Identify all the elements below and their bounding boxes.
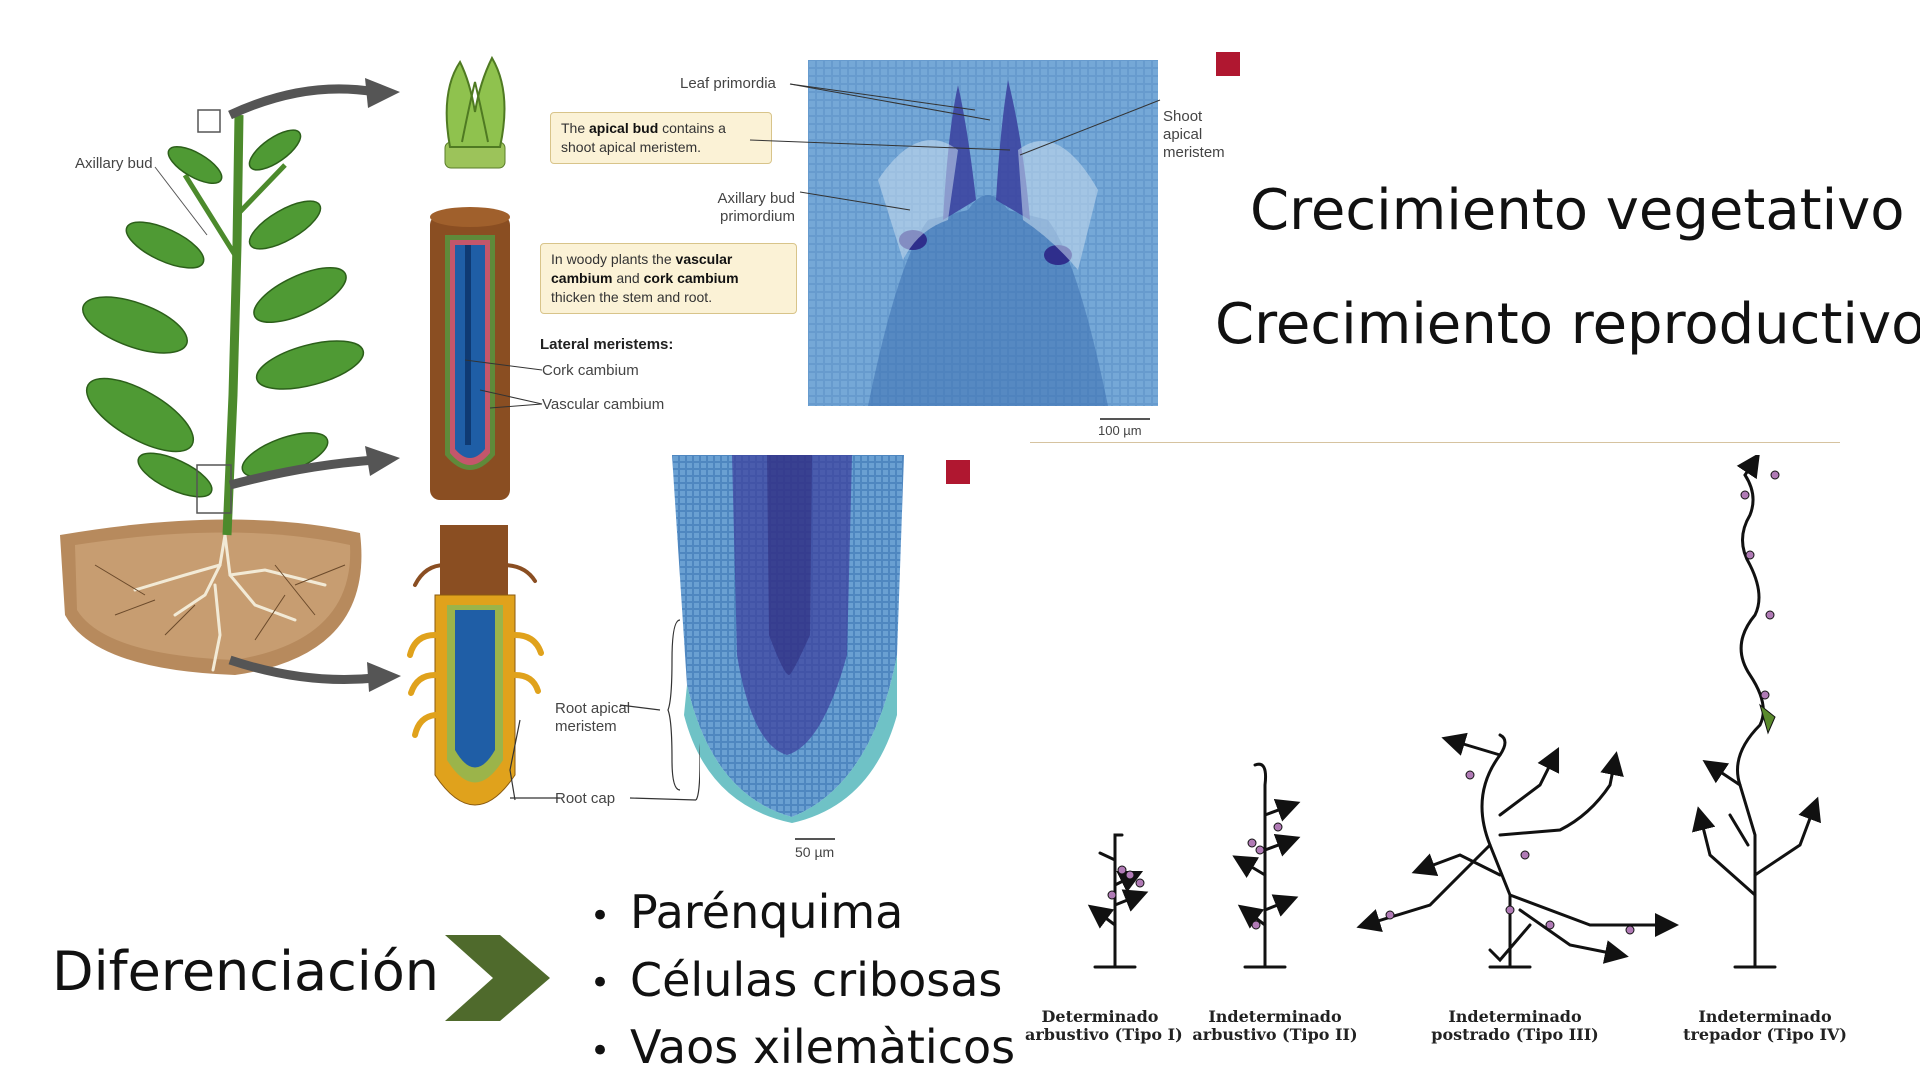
woody-stem-illustration: [430, 207, 510, 500]
root-apical-meristem-label: Root apical meristem: [555, 700, 631, 735]
root-cap-label: Root cap: [555, 790, 616, 807]
shoot-leader-lines: [749, 83, 1161, 211]
growth-habits-illustration: [1087, 455, 1821, 969]
shoot-micrograph: [808, 60, 1158, 406]
root-illustration: [407, 525, 544, 806]
plant-illustration: [60, 109, 365, 675]
apical-bud-callout: The apical bud contains a shoot apical m…: [550, 112, 772, 164]
scale-bar-100: [1100, 418, 1150, 420]
differentiation-list: Parénquima Células cribosas Vaos xilemàt…: [590, 880, 1015, 1083]
heading-vegetative: Crecimiento vegetativo: [1250, 178, 1905, 243]
list-item-parenchyma: Parénquima: [590, 880, 1015, 948]
vascular-cambium-label: Vascular cambium: [542, 396, 665, 413]
caption-type-3: Indeterminado postrado (Tipo III): [1431, 1007, 1599, 1044]
leaf-primordia-label: Leaf primordia: [680, 75, 776, 92]
root-leader-lines: [509, 619, 700, 801]
caption-type-2: Indeterminado arbustivo (Tipo II): [1192, 1007, 1358, 1044]
root-micrograph: [672, 455, 904, 823]
scale-100um-label: 100 µm: [1098, 423, 1142, 438]
arrow-to-root-icon: [228, 655, 401, 692]
list-item-xylem-vessels: Vaos xilemàticos: [590, 1015, 1015, 1083]
scale-50um-label: 50 µm: [795, 844, 835, 860]
apical-bud-illustration: [444, 55, 506, 169]
divider: [1030, 442, 1840, 443]
arrow-to-stem-icon: [228, 446, 400, 490]
differentiation-label: Diferenciación: [52, 940, 440, 1003]
axillary-bud-primordium-label: Axillary bud primordium: [717, 190, 795, 225]
stem-leader-lines: [464, 359, 543, 409]
red-marker-1: [1216, 52, 1240, 76]
heading-reproductive: Crecimiento reproductivo: [1215, 292, 1920, 357]
shoot-apical-meristem-label: Shoot apical meristem: [1163, 108, 1225, 161]
axillary-bud-label: Axillary bud: [75, 155, 153, 172]
caption-type-4: Indeterminado trepador (Tipo IV): [1683, 1007, 1847, 1044]
caption-type-1: Determinado arbustivo (Tipo I): [1025, 1007, 1183, 1044]
lateral-meristems-label: Lateral meristems:: [540, 336, 674, 353]
arrow-to-bud-icon: [228, 78, 400, 120]
woody-callout: In woody plants the vascular cambium and…: [540, 243, 797, 314]
red-marker-2: [946, 460, 970, 484]
list-item-sieve-cells: Células cribosas: [590, 948, 1015, 1016]
chevron-right-icon: [445, 935, 550, 1021]
cork-cambium-label: Cork cambium: [542, 362, 639, 379]
scale-bar-50: [795, 838, 835, 840]
